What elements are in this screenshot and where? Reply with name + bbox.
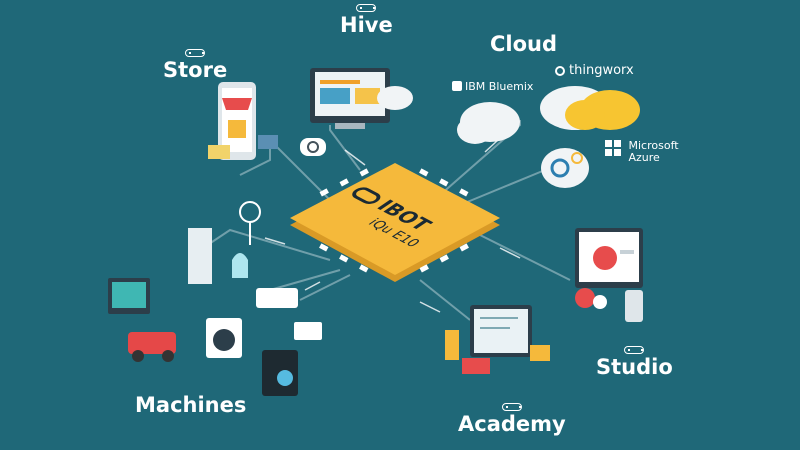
arrow-dashes	[264, 139, 521, 313]
thingworx-logo-icon	[555, 66, 565, 76]
line-cloud	[439, 120, 521, 196]
link-badge-icon	[185, 49, 206, 57]
ibot-logo-icon	[352, 187, 381, 204]
hive-monitor-icon	[310, 68, 413, 129]
connection-lines	[199, 120, 571, 321]
brand-microsoft-azure: Microsoft Azure	[605, 140, 679, 164]
node-label-hive: Hive	[340, 4, 393, 37]
line-studio	[479, 234, 571, 281]
brand-thingworx: thingworx	[555, 63, 634, 78]
node-label-academy: Academy	[458, 403, 566, 436]
machines-icons	[108, 201, 322, 396]
link-badge-icon	[356, 4, 377, 12]
chip-pins	[319, 168, 469, 273]
cloud-icons	[457, 86, 640, 188]
iot-chip: IBOT iQu E10	[290, 163, 500, 282]
link-badge-icon	[501, 403, 522, 411]
academy-board-icon	[445, 305, 550, 374]
brand-ibm-bluemix: IBM Bluemix	[452, 80, 533, 93]
line-cloud2	[459, 169, 546, 206]
line-machines2	[299, 274, 351, 301]
ibm-bee-icon	[452, 81, 462, 91]
link-badge-icon	[624, 346, 645, 354]
windows-logo-icon	[605, 140, 621, 156]
line-academy	[419, 279, 471, 321]
line-store	[239, 137, 331, 201]
line-hive	[329, 125, 361, 171]
node-label-store: Store	[163, 49, 227, 82]
line-machines3	[269, 269, 341, 291]
store-phone-icon	[208, 82, 278, 160]
node-label-cloud: Cloud	[490, 32, 558, 56]
node-label-studio: Studio	[596, 346, 673, 379]
studio-devices-icon	[575, 228, 643, 322]
gear-icon	[300, 138, 326, 156]
node-label-machines: Machines	[135, 393, 247, 417]
